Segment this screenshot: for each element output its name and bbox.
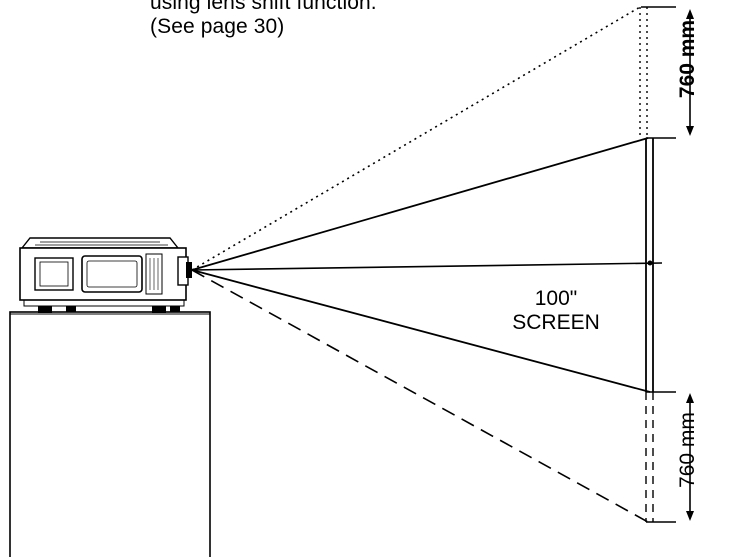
caption-line-1: using lens shift function. — [150, 0, 377, 14]
projector-icon — [19, 237, 192, 313]
caption: using lens shift function. (See page 30) — [150, 0, 377, 39]
projector-stand — [9, 311, 211, 557]
screen-word-label: SCREEN — [512, 311, 600, 334]
screen-lowered — [645, 392, 676, 523]
caption-line-2: (See page 30) — [150, 15, 285, 38]
screen-raised — [639, 6, 676, 138]
dimension-label-top: 760 mm — [676, 19, 699, 99]
beam-bottom — [191, 269, 651, 393]
dimension-label-bottom: 760 mm — [676, 412, 699, 488]
screen-label: 100" SCREEN — [512, 287, 600, 335]
raised-beam-top — [191, 6, 641, 271]
screen — [645, 137, 676, 393]
beam-axis — [191, 262, 663, 271]
screen-size-label: 100" — [534, 287, 578, 310]
beam-top — [191, 137, 649, 271]
projection-lines — [191, 6, 663, 523]
